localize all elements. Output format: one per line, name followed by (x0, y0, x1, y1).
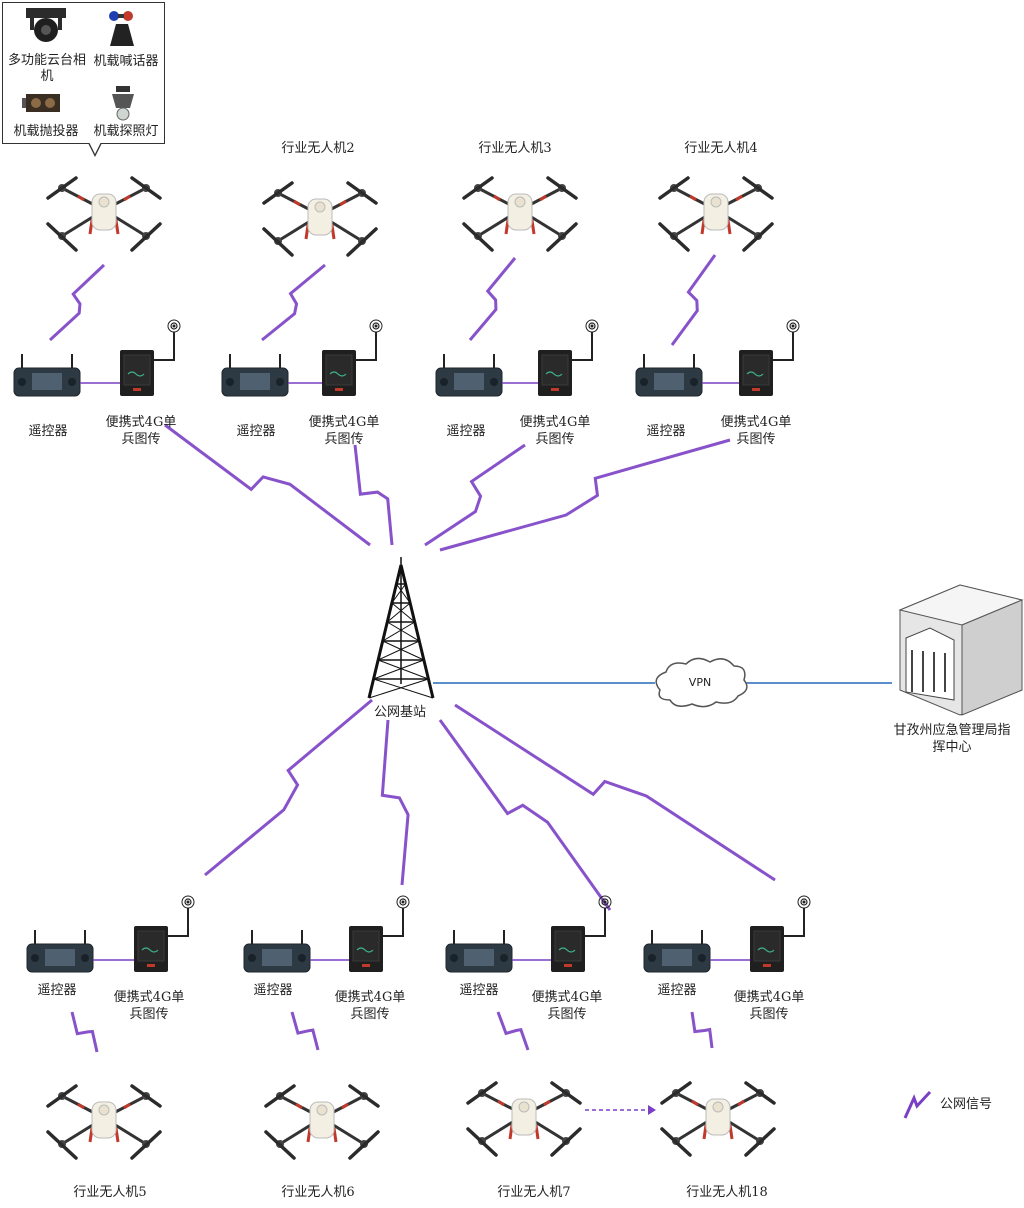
tower-icon (391, 602, 416, 623)
transmitter-icon (749, 895, 811, 973)
drone-label: 行业无人机2 (281, 141, 355, 156)
tower-icon (373, 678, 434, 699)
remote-controller-icon (445, 929, 513, 973)
payload-icons (22, 8, 134, 121)
drone-label: 行业无人机5 (73, 1185, 147, 1200)
tower-icon (367, 564, 403, 699)
drone-4-icon (658, 176, 774, 252)
drone-2-icon (262, 181, 378, 257)
drone-6-icon (264, 1084, 380, 1160)
signal-bolt (380, 719, 410, 886)
signal-bolt (468, 257, 517, 341)
legend-signal-icon (903, 1090, 932, 1119)
signal-bolt (496, 1011, 530, 1051)
legend-label: 公网信号 (940, 1097, 993, 1112)
tower-icon (368, 678, 429, 699)
transmitter-icon (537, 319, 599, 397)
transmitter-icon (550, 895, 612, 973)
signal-bolt (438, 719, 612, 911)
tower-icon (386, 602, 411, 623)
drone-label: 行业无人机18 (686, 1185, 768, 1200)
signal-bolt (48, 263, 106, 342)
drone-label: 行业无人机4 (684, 141, 758, 156)
transmitter-icon (321, 319, 383, 397)
drone-5-icon (46, 1084, 162, 1160)
signal-bolt (439, 438, 731, 552)
drone-label: 行业无人机6 (281, 1185, 355, 1200)
transmitter-icon (348, 895, 410, 973)
remote-controller-icon (435, 353, 503, 397)
transmitter-icon (133, 895, 195, 973)
tower-icon (399, 564, 435, 699)
tower-icon (387, 621, 420, 642)
tower-icon (377, 659, 429, 680)
transmitter-label: 便携式4G单兵图传 (519, 415, 591, 447)
drone-7-icon (466, 1081, 582, 1157)
drone-label: 行业无人机3 (478, 141, 552, 156)
signal-bolt (290, 1011, 320, 1051)
remote-controller-icon (643, 929, 711, 973)
command-center-icon (905, 627, 955, 701)
vpn-label: VPN (689, 676, 711, 689)
signal-bolt (424, 443, 526, 547)
drone-label: 行业无人机7 (497, 1185, 571, 1200)
tower-icon (377, 640, 420, 661)
dashed-arrow-head (648, 1105, 656, 1115)
tower-icon (396, 583, 411, 604)
command-center-label: 甘孜州应急管理局指挥中心 (893, 723, 1011, 755)
drone-1-icon (46, 176, 162, 252)
controller-label: 遥控器 (253, 983, 293, 998)
callout-item-label: 机载探照灯 (93, 124, 159, 139)
transmitter-icon (738, 319, 800, 397)
remote-controller-icon (243, 929, 311, 973)
transmitter-label: 便携式4G单兵图传 (308, 415, 380, 447)
signal-bolt (454, 703, 776, 882)
controller-label: 遥控器 (28, 424, 68, 439)
controller-label: 遥控器 (446, 424, 486, 439)
tower-icon (391, 583, 406, 604)
controller-label: 遥控器 (646, 424, 686, 439)
tower-icon (382, 640, 425, 661)
searchlight-icon (112, 86, 134, 121)
transmitter-icon (119, 319, 181, 397)
transmitter-label: 便携式4G单兵图传 (720, 415, 792, 447)
controller-label: 遥控器 (236, 424, 276, 439)
remote-controller-icon (13, 353, 81, 397)
remote-controller-icon (26, 929, 94, 973)
transmitter-label: 便携式4G单兵图传 (113, 990, 185, 1022)
signal-bolt (261, 263, 326, 342)
payload-callout (2, 2, 165, 144)
tower-icon (382, 621, 415, 642)
drone-18-icon (660, 1081, 776, 1157)
signal-bolt (204, 698, 373, 877)
vpn-cloud-icon (655, 657, 748, 708)
remote-controller-icon (635, 353, 703, 397)
controller-label: 遥控器 (459, 983, 499, 998)
loudspeaker-icon (109, 11, 134, 46)
command-center-icon (961, 599, 1023, 716)
signal-bolt (690, 1011, 714, 1049)
tower-icon (373, 659, 425, 680)
signal-bolt (353, 444, 394, 546)
transmitter-label: 便携式4G单兵图传 (334, 990, 406, 1022)
gimbal-camera-icon (26, 8, 66, 42)
callout-item-label: 机载喊话器 (93, 54, 159, 69)
controller-label: 遥控器 (657, 983, 697, 998)
signal-bolt (670, 254, 717, 346)
drone-3-icon (462, 176, 578, 252)
tower-label: 公网基站 (373, 705, 426, 720)
transmitter-label: 便携式4G单兵图传 (531, 990, 603, 1022)
transmitter-label: 便携式4G单兵图传 (105, 415, 177, 447)
controller-label: 遥控器 (37, 983, 77, 998)
signal-bolt (70, 1011, 99, 1053)
remote-controller-icon (221, 353, 289, 397)
transmitter-label: 便携式4G单兵图传 (733, 990, 805, 1022)
dropper-icon (22, 94, 60, 112)
callout-item-label: 多功能云台相机 (7, 53, 86, 84)
callout-item-label: 机载抛投器 (13, 124, 79, 139)
signal-bolt (164, 423, 371, 547)
